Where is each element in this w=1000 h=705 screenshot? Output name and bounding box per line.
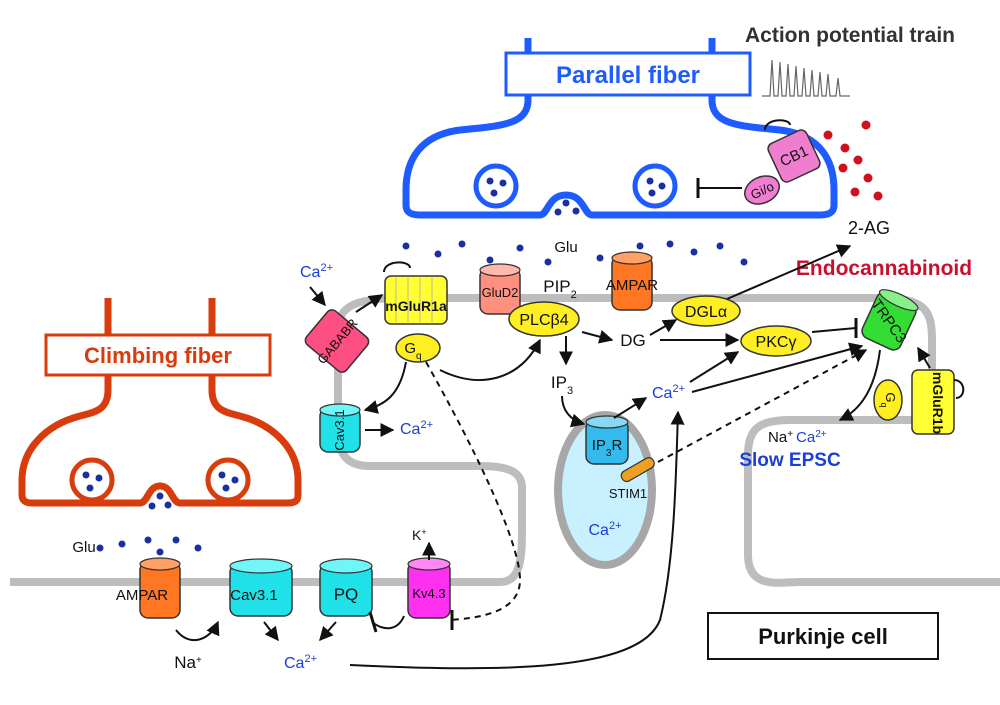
two-ag-dots — [823, 120, 883, 201]
dg-to-dgla-arrow — [649, 319, 678, 336]
gq-right — [873, 379, 903, 421]
dg-label: DG — [620, 331, 646, 350]
trpc3-to-cations-arrow — [838, 349, 881, 421]
na-plus-label: Na+ — [174, 653, 202, 672]
cav31-top-channel: Cav3.1 — [319, 403, 361, 453]
ca-to-trpc3-arrow — [691, 342, 864, 393]
ca-er-store: Ca2+ — [589, 520, 622, 539]
gq-left — [395, 333, 441, 363]
gq-to-kv43-dashed — [425, 361, 522, 621]
slow-epsc-label: Slow EPSC — [739, 450, 841, 471]
plc-to-dg-arrow — [581, 329, 614, 344]
k-plus-label: K+ — [412, 527, 427, 543]
pf-released-glutamate — [402, 240, 748, 266]
ampar-to-cav-arrow — [175, 620, 220, 641]
ca-cav31-top: Ca2+ — [400, 419, 433, 438]
kv43-inhibits-pq — [371, 615, 405, 630]
action-potential-trace — [762, 59, 850, 97]
plcb4-label: PLCβ4 — [519, 312, 568, 329]
pq-label: PQ — [334, 585, 359, 604]
dgl-to-2ag-arrow — [719, 244, 852, 303]
pip2-label: PIP2 — [543, 277, 577, 301]
ca-cytosolic: Ca2+ — [652, 383, 685, 402]
climbing-fiber-label-box — [44, 333, 272, 377]
trpc3-channel: TRPC3 — [861, 289, 919, 351]
cf-released-glutamate — [96, 536, 202, 556]
mglur1b-label: mGluR1b — [930, 372, 946, 434]
pq-to-ca-arrow — [319, 621, 337, 642]
pf-vesicle-dots — [486, 177, 666, 216]
pkc-inhibits-trpc3 — [811, 327, 857, 333]
ip3r-channel: IP3R — [585, 415, 629, 465]
parallel-fiber-label-box — [504, 51, 752, 97]
glud2-label: GluD2 — [482, 285, 519, 300]
ca-to-gababr-arrow — [309, 286, 326, 307]
purkinje-cell-label-box — [707, 612, 939, 660]
stim1-label: STIM1 — [609, 486, 647, 501]
ip3-to-ip3r-arrow — [561, 395, 586, 428]
two-ag-label: 2-AG — [848, 218, 890, 238]
ip3-label: IP3 — [551, 373, 573, 397]
pkcg-label: PKCγ — [756, 334, 797, 351]
ampar-bottom-label: AMPAR — [116, 587, 168, 604]
ca-gabab: Ca2+ — [300, 262, 333, 281]
kv43-label: Kv4.3 — [412, 586, 445, 601]
cb1-receptor: CB1 Gi/o — [696, 119, 821, 205]
pkcg-enzyme — [740, 325, 812, 357]
cf-vesicle-dots — [82, 471, 239, 510]
gababr-to-mglur-arrow — [355, 294, 384, 313]
gq-right-label: Gq — [879, 392, 898, 407]
action-potential-label: Action potential train — [745, 24, 955, 47]
cav-to-ca-arrow — [263, 621, 279, 642]
glud2-receptor: GluD2 — [479, 263, 521, 315]
plcb4-enzyme — [508, 301, 580, 337]
mglur1a-receptor: mGluR1a — [383, 261, 448, 325]
gababr-receptor: GABABR — [304, 309, 370, 373]
kv43-inhibit-bar — [368, 611, 378, 633]
glu-pf-label: Glu — [554, 239, 577, 256]
kv43-channel — [407, 557, 451, 619]
endocannabinoid-label: Endocannabinoid — [796, 257, 972, 280]
mglur1a-label: mGluR1a — [385, 298, 447, 314]
pq-channel — [319, 558, 373, 617]
stim1-to-trpc3-dashed — [657, 349, 868, 463]
gq-to-plc-arrow — [439, 338, 541, 381]
ampar-top-channel — [611, 251, 653, 311]
climbing-fiber-terminal — [18, 298, 302, 507]
parallel-fiber-label: Parallel fiber — [556, 62, 700, 89]
ca-bottom: Ca2+ — [284, 653, 317, 672]
cav31-bottom-channel — [229, 558, 293, 617]
dgla-label: DGLα — [685, 304, 727, 321]
cav31-bottom-label: Cav3.1 — [230, 587, 278, 604]
mglur1b-receptor: mGluR1b — [911, 369, 965, 435]
ampar-bottom-channel — [139, 557, 181, 619]
ca-to-pkc-arrow — [689, 351, 740, 383]
gio-protein — [744, 175, 780, 205]
climbing-fiber-label: Climbing fiber — [84, 343, 232, 368]
ip3r-label: IP3R — [592, 437, 623, 459]
glu-cf-label: Glu — [72, 539, 95, 556]
gq-left-label: Gq — [404, 340, 421, 362]
dgla-enzyme — [671, 295, 741, 327]
ip3r-to-ca-arrow — [613, 397, 648, 419]
ampar-top-label: AMPAR — [606, 277, 658, 294]
mglur1b-to-trpc3-arrow — [917, 346, 931, 369]
gq-to-cav31-arrow — [363, 361, 407, 414]
na-ca-text: Na+Ca2+ — [768, 429, 827, 447]
ca-bottom-to-cytosol-arrow — [349, 410, 685, 670]
stim1-protein — [620, 457, 655, 483]
cav31-top-label: Cav3.1 — [332, 409, 347, 450]
purkinje-cell-label: Purkinje cell — [758, 624, 888, 649]
